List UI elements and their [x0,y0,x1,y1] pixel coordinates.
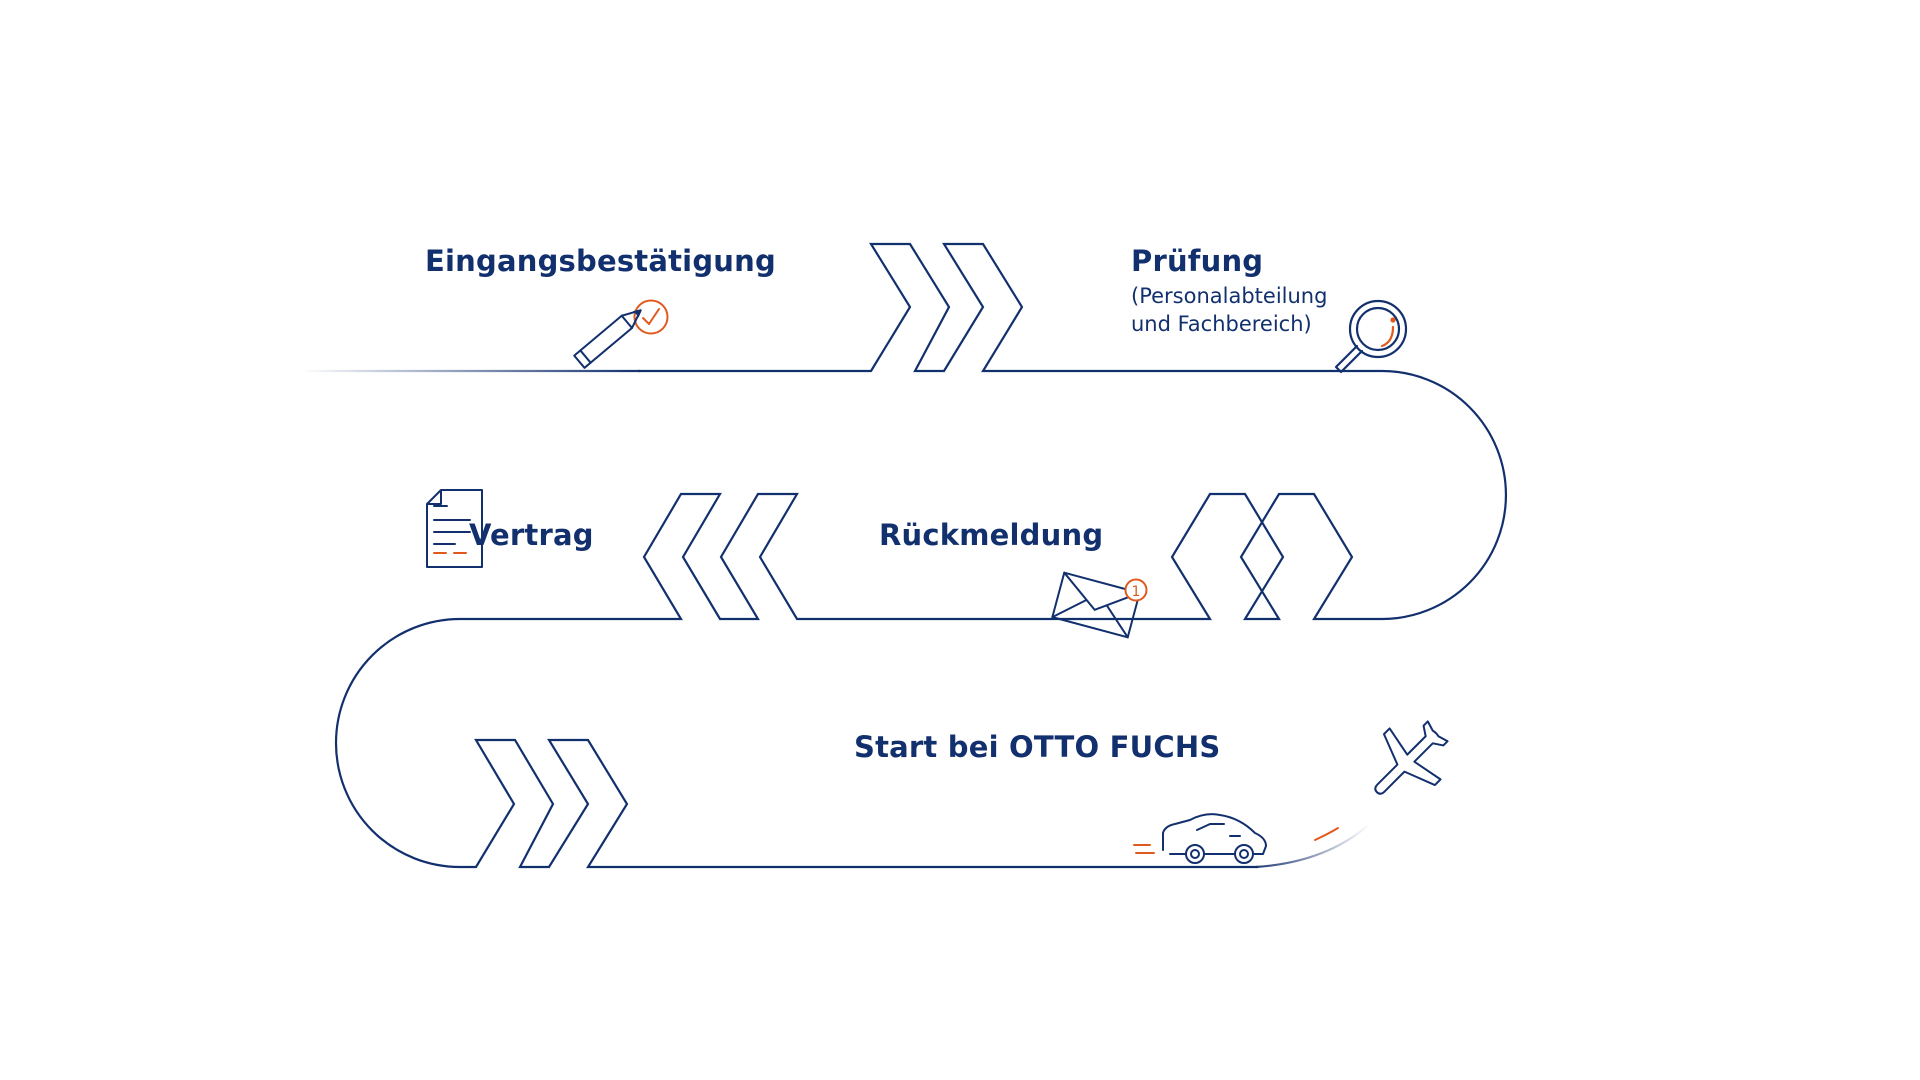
step-subtitle-line-2: und Fachbereich) [1131,312,1312,336]
step-title-start: Start bei OTTO FUCHS [854,730,1221,764]
road-top-row [638,242,1508,621]
step-subtitle-pruefung: (Personalabteilung und Fachbereich) [1131,282,1327,338]
step-title-eingangsbestaetigung: Eingangsbestätigung [425,244,776,278]
step-title-pruefung: Prüfung [1131,244,1264,278]
step-title-vertrag: Vertrag [469,518,594,552]
step-subtitle-line-1: (Personalabteilung [1131,284,1328,308]
step-title-rueckmeldung: Rückmeldung [879,518,1104,552]
notification-badge [1124,578,1148,602]
road-middle-row [334,492,1382,869]
magnifier-icon [1334,299,1408,374]
check-circle-icon [633,299,669,335]
airplane-icon [1374,720,1449,795]
road-bottom-row [460,738,1258,869]
envelope-icon [1051,571,1141,639]
car-icon [1133,813,1267,864]
road-lift-off [1255,819,1375,869]
document-icon [426,489,483,568]
pencil-icon [573,309,642,369]
notification-badge-count: 1 [1132,584,1141,600]
speed-streak [1314,827,1339,841]
process-road [305,242,1508,869]
